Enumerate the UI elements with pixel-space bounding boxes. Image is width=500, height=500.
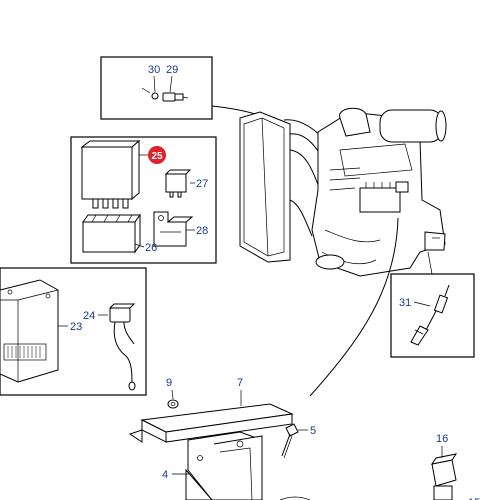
probe-part-31[interactable] (410, 284, 450, 346)
detail-box-probe: 31 (390, 273, 475, 358)
callout-4[interactable]: 4 (162, 469, 168, 481)
control-unit-part-23[interactable] (0, 279, 59, 383)
bolt-part-5[interactable] (281, 423, 299, 459)
detail-box-sensor: 30 29 (100, 56, 213, 120)
callout-9[interactable]: 9 (166, 377, 172, 389)
callout-30[interactable]: 30 (148, 64, 160, 76)
relay-block-part-26[interactable] (82, 213, 141, 254)
callout-29[interactable]: 29 (166, 64, 178, 76)
callout-23[interactable]: 23 (70, 321, 82, 333)
detail-box-ecu: 23 24 (0, 267, 147, 396)
callout-25[interactable]: 25 (151, 151, 163, 162)
callout-15[interactable]: 15 (468, 497, 480, 500)
callout-28[interactable]: 28 (196, 225, 208, 237)
callout-24[interactable]: 24 (83, 310, 95, 322)
callout-7[interactable]: 7 (237, 377, 243, 389)
callout-27[interactable]: 27 (196, 178, 208, 190)
connector-part-16[interactable] (430, 453, 458, 500)
washer-part-9[interactable] (167, 399, 179, 409)
partial-part-bottom (279, 496, 311, 500)
leader-line-engine-to-bracket (309, 217, 399, 397)
callout-5[interactable]: 5 (310, 425, 316, 437)
leader-line-engine-to-31 (427, 251, 433, 275)
selected-marker-25[interactable]: 25 (148, 146, 166, 164)
detail-box-relays: 25 27 28 26 (70, 136, 217, 264)
bracket-assembly-part-7[interactable] (128, 403, 294, 500)
engine-illustration (239, 107, 447, 277)
callout-26[interactable]: 26 (145, 242, 157, 254)
callout-16[interactable]: 16 (436, 433, 448, 445)
sensor-part[interactable] (141, 87, 189, 102)
sensor-part-24[interactable] (108, 303, 136, 391)
relay-part-27[interactable] (164, 169, 192, 198)
bracket-part-28[interactable] (153, 211, 194, 247)
callout-31[interactable]: 31 (399, 297, 411, 309)
relay-part-25[interactable] (80, 139, 141, 209)
